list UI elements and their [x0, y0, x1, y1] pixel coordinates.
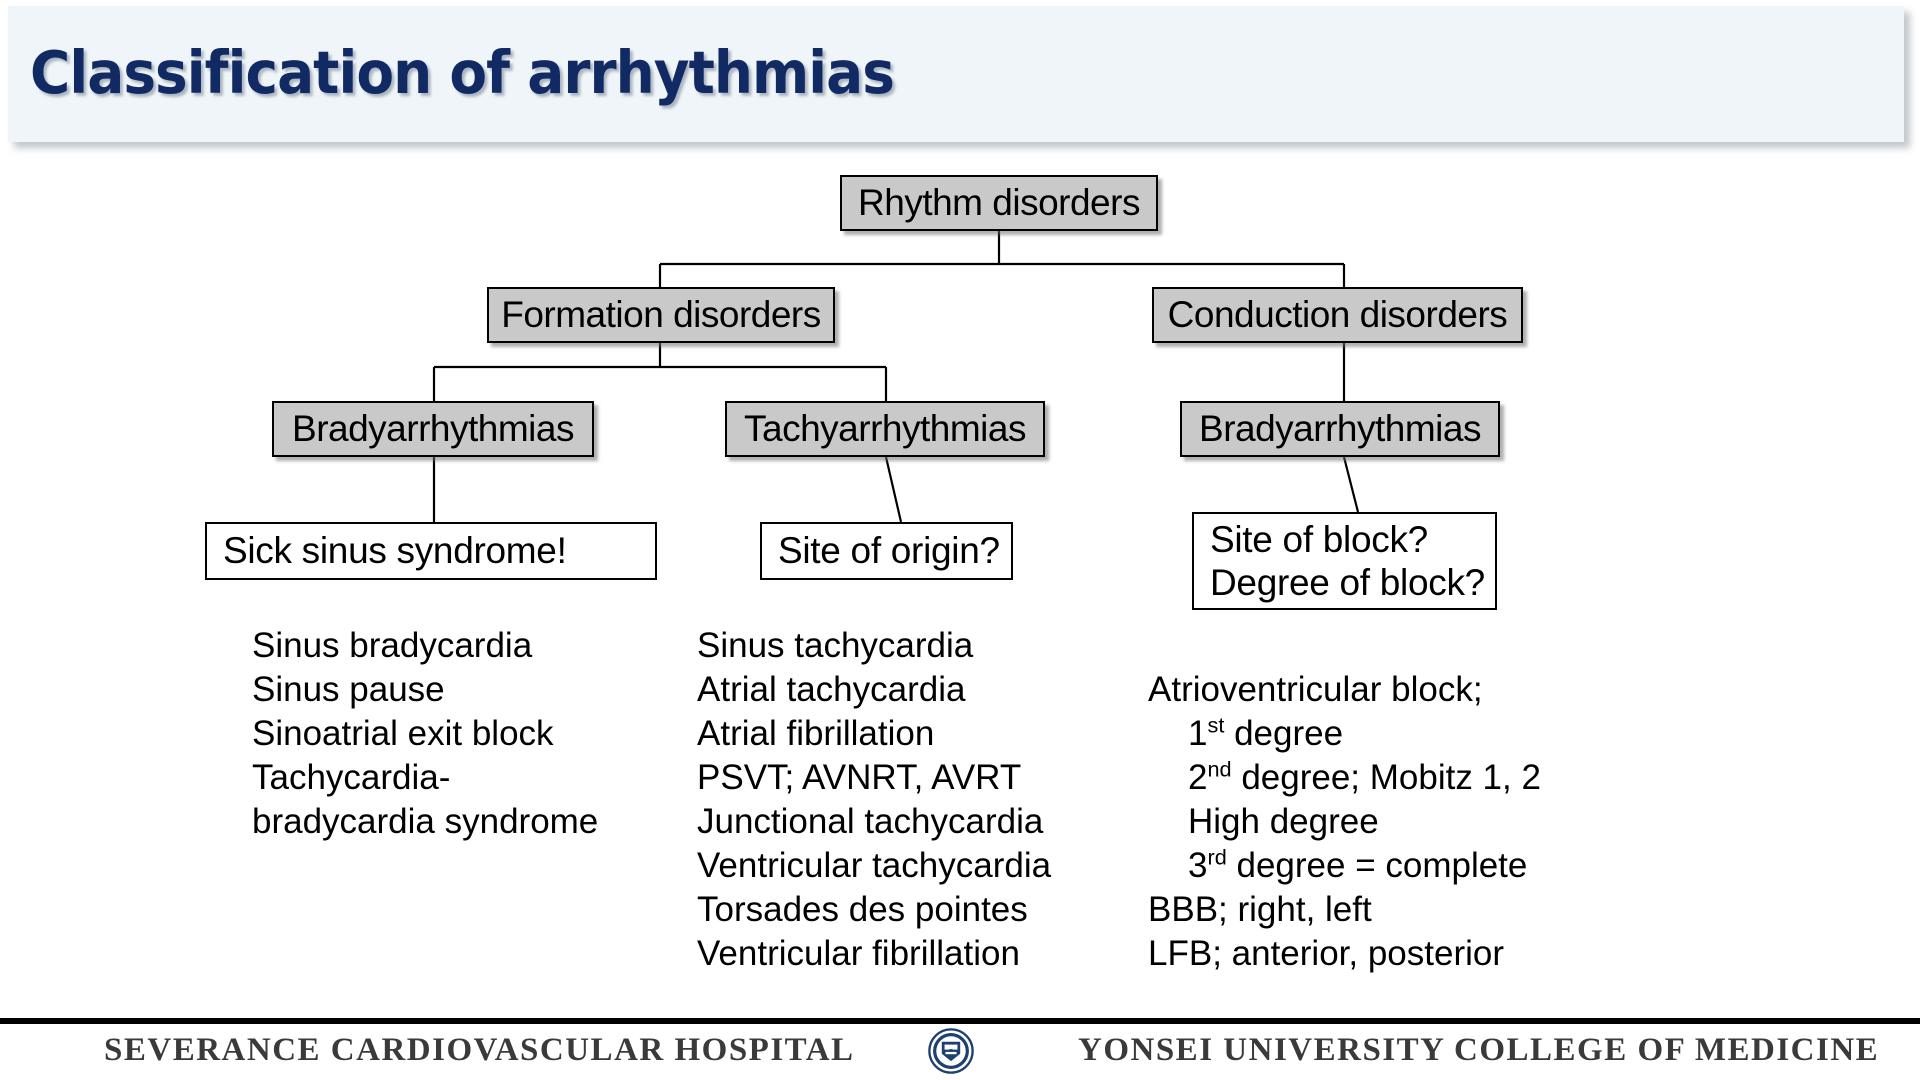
list-item: 2nd degree; Mobitz 1, 2 — [1188, 756, 1541, 797]
page-title: Classification of arrhythmias — [30, 38, 895, 107]
node-label-degree-of-block: Degree of block? — [1210, 562, 1485, 603]
list-item: PSVT; AVNRT, AVRT — [697, 758, 1022, 797]
list-conduction-block-types: Atrioventricular block; 1st degree 2nd d… — [1148, 668, 1541, 976]
list-item: bradycardia syndrome — [252, 802, 599, 841]
slide-title-banner: Classification of arrhythmias — [8, 6, 1904, 142]
node-label: Bradyarrhythmias — [292, 408, 574, 449]
node-conduction-disorders[interactable]: Conduction disorders — [1152, 287, 1523, 343]
node-site-of-origin[interactable]: Site of origin? — [760, 522, 1013, 580]
list-item: Junctional tachycardia — [697, 802, 1044, 841]
list-item: Sinus pause — [252, 670, 445, 709]
node-rhythm-disorders[interactable]: Rhythm disorders — [840, 175, 1158, 231]
slide-footer: SEVERANCE CARDIOVASCULAR HOSPITAL YONSEI… — [0, 1024, 1920, 1080]
node-site-and-degree-of-block[interactable]: Site of block? Degree of block? — [1192, 512, 1497, 610]
node-label: Site of origin? — [778, 530, 1000, 571]
node-label: Formation disorders — [501, 294, 821, 335]
list-item: Ventricular tachycardia — [697, 846, 1052, 885]
footer-divider — [0, 1018, 1920, 1024]
node-label: Sick sinus syndrome! — [223, 530, 567, 571]
node-sick-sinus-syndrome[interactable]: Sick sinus syndrome! — [205, 522, 657, 580]
list-item: Sinoatrial exit block — [252, 714, 554, 753]
list-item: Sinus bradycardia — [252, 626, 533, 665]
list-item: Atrioventricular block; — [1148, 670, 1483, 709]
list-item: Torsades des pointes — [697, 890, 1028, 929]
list-tachyarrhythmia-types: Sinus tachycardia Atrial tachycardia Atr… — [697, 624, 1051, 976]
list-item: 1st degree — [1188, 712, 1344, 753]
node-bradyarrhythmias-conduction[interactable]: Bradyarrhythmias — [1180, 401, 1500, 457]
list-item: Atrial tachycardia — [697, 670, 966, 709]
node-label: Bradyarrhythmias — [1199, 408, 1481, 449]
list-item: LFB; anterior, posterior — [1148, 934, 1504, 973]
list-item: 3rd degree = complete — [1188, 844, 1528, 885]
list-item: High degree — [1188, 802, 1379, 841]
node-label: Conduction disorders — [1167, 294, 1508, 335]
node-formation-disorders[interactable]: Formation disorders — [487, 287, 835, 343]
node-label: Tachyarrhythmias — [744, 408, 1026, 449]
list-item: Sinus tachycardia — [697, 626, 974, 665]
node-tachyarrhythmias[interactable]: Tachyarrhythmias — [725, 401, 1045, 457]
footer-hospital-name: SEVERANCE CARDIOVASCULAR HOSPITAL — [104, 1032, 855, 1068]
yonsei-university-seal-icon — [928, 1028, 974, 1074]
list-item: Atrial fibrillation — [697, 714, 935, 753]
list-item: Ventricular fibrillation — [697, 934, 1020, 973]
list-item: BBB; right, left — [1148, 890, 1372, 929]
node-label-site-of-block: Site of block? — [1210, 518, 1428, 560]
node-label: Rhythm disorders — [858, 182, 1140, 223]
list-item: Tachycardia- — [252, 758, 451, 797]
node-bradyarrhythmias-formation[interactable]: Bradyarrhythmias — [272, 401, 594, 457]
footer-college-name: YONSEI UNIVERSITY COLLEGE OF MEDICINE — [1078, 1032, 1880, 1068]
list-bradyarrhythmia-causes: Sinus bradycardia Sinus pause Sinoatrial… — [252, 624, 598, 844]
